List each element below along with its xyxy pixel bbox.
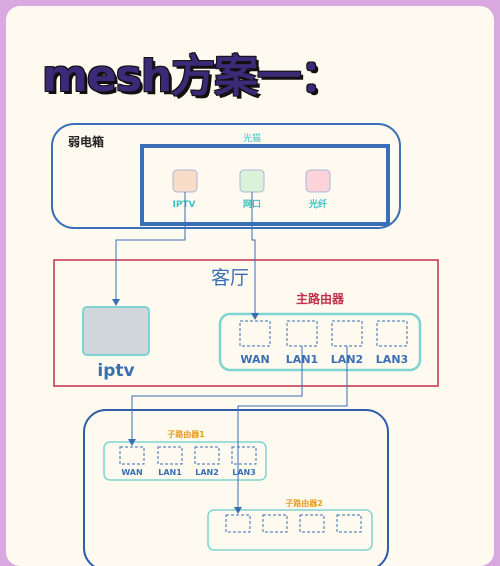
tv-box [82,306,150,356]
sub-router-2-port-lan1 [262,514,288,533]
link-modem-to-wan [251,192,259,320]
diagram-card: mesh方案一： 弱电箱 光猫 IPTV 网口 光纤 客厅 iptv 主路由器 [6,6,494,566]
modem-box [140,144,390,226]
sub-router-1-box [103,441,267,481]
sub-router-2-port-lan3 [336,514,362,533]
sub-router-1-label: 子路由器1 [167,429,205,439]
sub-router-1-port-lan2 [194,446,220,465]
link-iptv-to-tv [112,192,186,306]
sub-router-1-port-lan3-label: LAN3 [232,468,256,477]
sub-router-1-port-lan1 [157,446,183,465]
main-router-port-lan3-label: LAN3 [376,353,408,366]
living-room-label: 客厅 [211,267,249,289]
main-router-box [218,312,422,372]
sub-router-1-port-lan1-label: LAN1 [158,468,182,477]
modem-label: 光猫 [243,132,261,144]
sub-router-2-label: 子路由器2 [285,498,323,508]
main-router-port-lan3 [376,320,408,347]
sub-router-1-port-wan-label: WAN [121,468,142,477]
main-router-port-wan [239,320,271,347]
iptv-port-label: IPTV [172,200,195,210]
sub-router-1-port-lan2-label: LAN2 [195,468,219,477]
sub-router-2-port-lan2 [299,514,325,533]
page-title: mesh方案一： [42,51,344,102]
main-router-port-lan1 [286,320,318,347]
tv-box-label: iptv [97,361,134,381]
main-router-port-lan2 [331,320,363,347]
sub-router-1-port-lan3 [231,446,257,465]
main-router-label: 主路由器 [296,291,345,306]
fiber-port [305,169,331,193]
sub-router-2-box [207,509,373,551]
sub-router-1-port-wan [119,446,145,465]
lower-room-box [83,409,389,566]
link-lan2-to-sub2 [234,346,348,514]
link-lan1-to-sub1 [128,346,303,446]
sub-router-2-port-wan [225,514,251,533]
lan-port [239,169,265,193]
fiber-port-label: 光纤 [308,198,327,210]
main-router-port-wan-label: WAN [240,353,269,366]
living-room-box [53,259,439,387]
weak-box-label: 弱电箱 [68,134,104,149]
iptv-port [172,169,198,193]
weak-box [51,123,401,229]
network-diagram: 弱电箱 光猫 IPTV 网口 光纤 客厅 iptv 主路由器 WAN LAN1 … [51,123,439,566]
